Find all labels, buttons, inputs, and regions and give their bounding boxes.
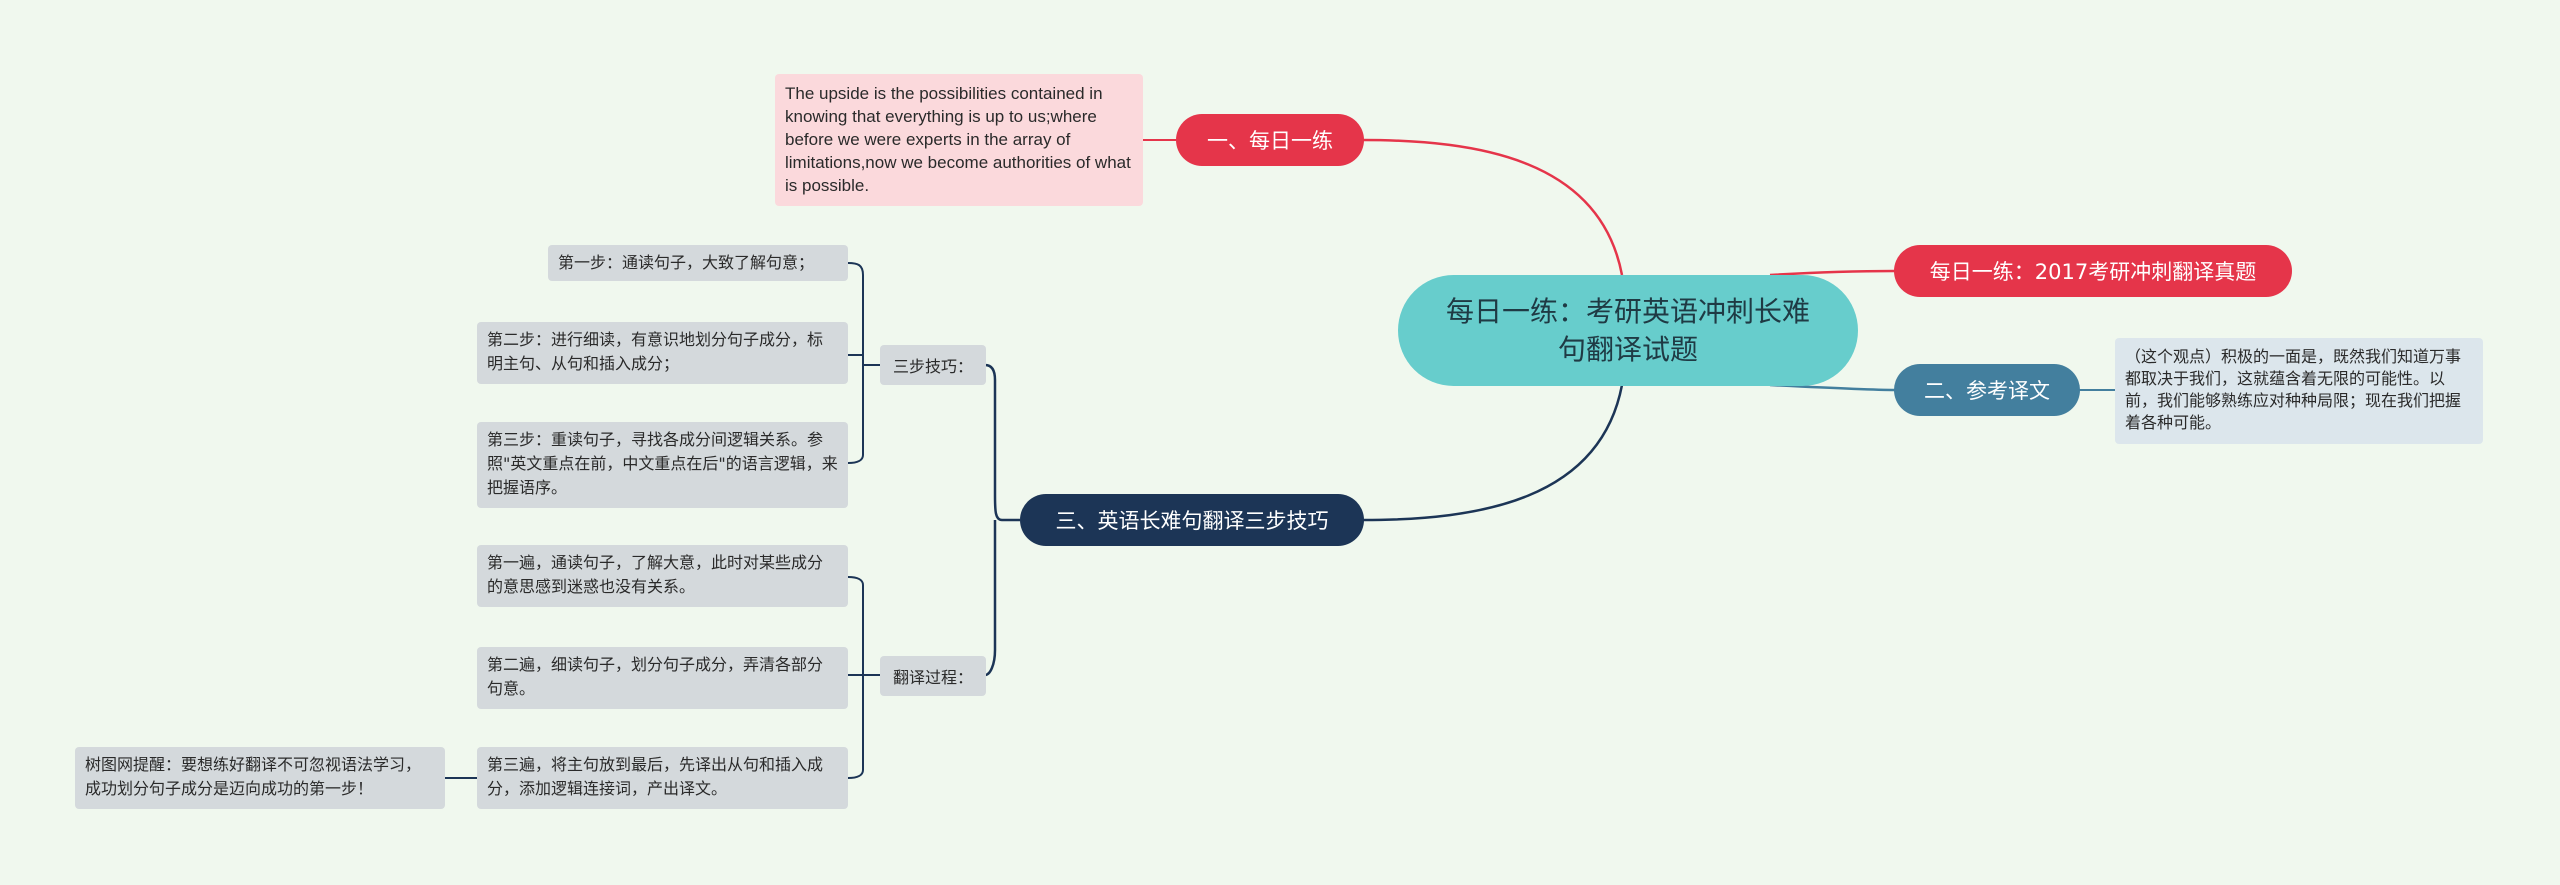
tip-note[interactable]: 树图网提醒：要想练好翻译不可忽视语法学习，成功划分句子成分是迈向成功的第一步！ (75, 747, 445, 809)
link-process-bracket (847, 576, 881, 779)
process-2-text: 第二遍，细读句子，划分句子成分，弄清各部分句意。 (487, 655, 824, 698)
step-item[interactable]: 第二步：进行细读，有意识地划分句子成分，标明主句、从句和插入成分； (477, 322, 848, 384)
branch-exam-title[interactable]: 每日一练：2017考研冲刺翻译真题 (1894, 245, 2292, 297)
link-root-daily (1361, 138, 1624, 276)
three-steps-label: 三步技巧： (892, 357, 973, 376)
process-label: 翻译过程： (892, 668, 973, 687)
link-root-exam (1769, 269, 1896, 277)
branch-techniques-label: 三、英语长难句翻译三步技巧 (1055, 509, 1329, 533)
chinese-translation-text: （这个观点）积极的一面是，既然我们知道万事都取决于我们，这就蕴含着无限的可能性。… (2125, 347, 2462, 432)
three-steps-tag[interactable]: 三步技巧： (880, 345, 986, 385)
step-2-text: 第二步：进行细读，有意识地划分句子成分，标明主句、从句和插入成分； (487, 330, 824, 373)
root-title: 每日一练：考研英语冲刺长难句翻译试题 (1445, 294, 1810, 366)
process-tag[interactable]: 翻译过程： (880, 656, 986, 696)
english-sentence-text: The upside is the possibilities containe… (785, 84, 1131, 195)
branch-daily-practice[interactable]: 一、每日一练 (1176, 114, 1364, 166)
link-steps-bracket (847, 262, 881, 464)
branch-three-step-techniques[interactable]: 三、英语长难句翻译三步技巧 (1020, 494, 1364, 546)
step-1-text: 第一步：通读句子，大致了解句意； (558, 253, 815, 272)
step-item[interactable]: 第三步：重读句子，寻找各成分间逻辑关系。参照"英文重点在前，中文重点在后"的语言… (477, 422, 848, 508)
link-techniques-bracket (984, 363, 1020, 677)
link-root-techniques (1362, 384, 1624, 522)
process-1-text: 第一遍，通读句子，了解大意，此时对某些成分的意思感到迷惑也没有关系。 (487, 553, 824, 596)
process-3-text: 第三遍，将主句放到最后，先译出从句和插入成分，添加逻辑连接词，产出译文。 (487, 755, 824, 798)
branch-reference-translation[interactable]: 二、参考译文 (1894, 364, 2080, 416)
root-topic[interactable]: 每日一练：考研英语冲刺长难句翻译试题 (1398, 275, 1858, 386)
branch-reference-label: 二、参考译文 (1924, 379, 2050, 403)
branch-exam-label: 每日一练：2017考研冲刺翻译真题 (1929, 260, 2257, 284)
tip-text: 树图网提醒：要想练好翻译不可忽视语法学习，成功划分句子成分是迈向成功的第一步！ (85, 755, 422, 798)
process-item[interactable]: 第一遍，通读句子，了解大意，此时对某些成分的意思感到迷惑也没有关系。 (477, 545, 848, 607)
note-chinese-translation: （这个观点）积极的一面是，既然我们知道万事都取决于我们，这就蕴含着无限的可能性。… (2115, 338, 2483, 444)
step-3-text: 第三步：重读句子，寻找各成分间逻辑关系。参照"英文重点在前，中文重点在后"的语言… (487, 430, 838, 497)
note-english-sentence: The upside is the possibilities containe… (775, 74, 1143, 206)
process-item[interactable]: 第三遍，将主句放到最后，先译出从句和插入成分，添加逻辑连接词，产出译文。 (477, 747, 848, 809)
branch-daily-label: 一、每日一练 (1207, 129, 1333, 153)
step-item[interactable]: 第一步：通读句子，大致了解句意； (548, 245, 848, 281)
process-item[interactable]: 第二遍，细读句子，划分句子成分，弄清各部分句意。 (477, 647, 848, 709)
